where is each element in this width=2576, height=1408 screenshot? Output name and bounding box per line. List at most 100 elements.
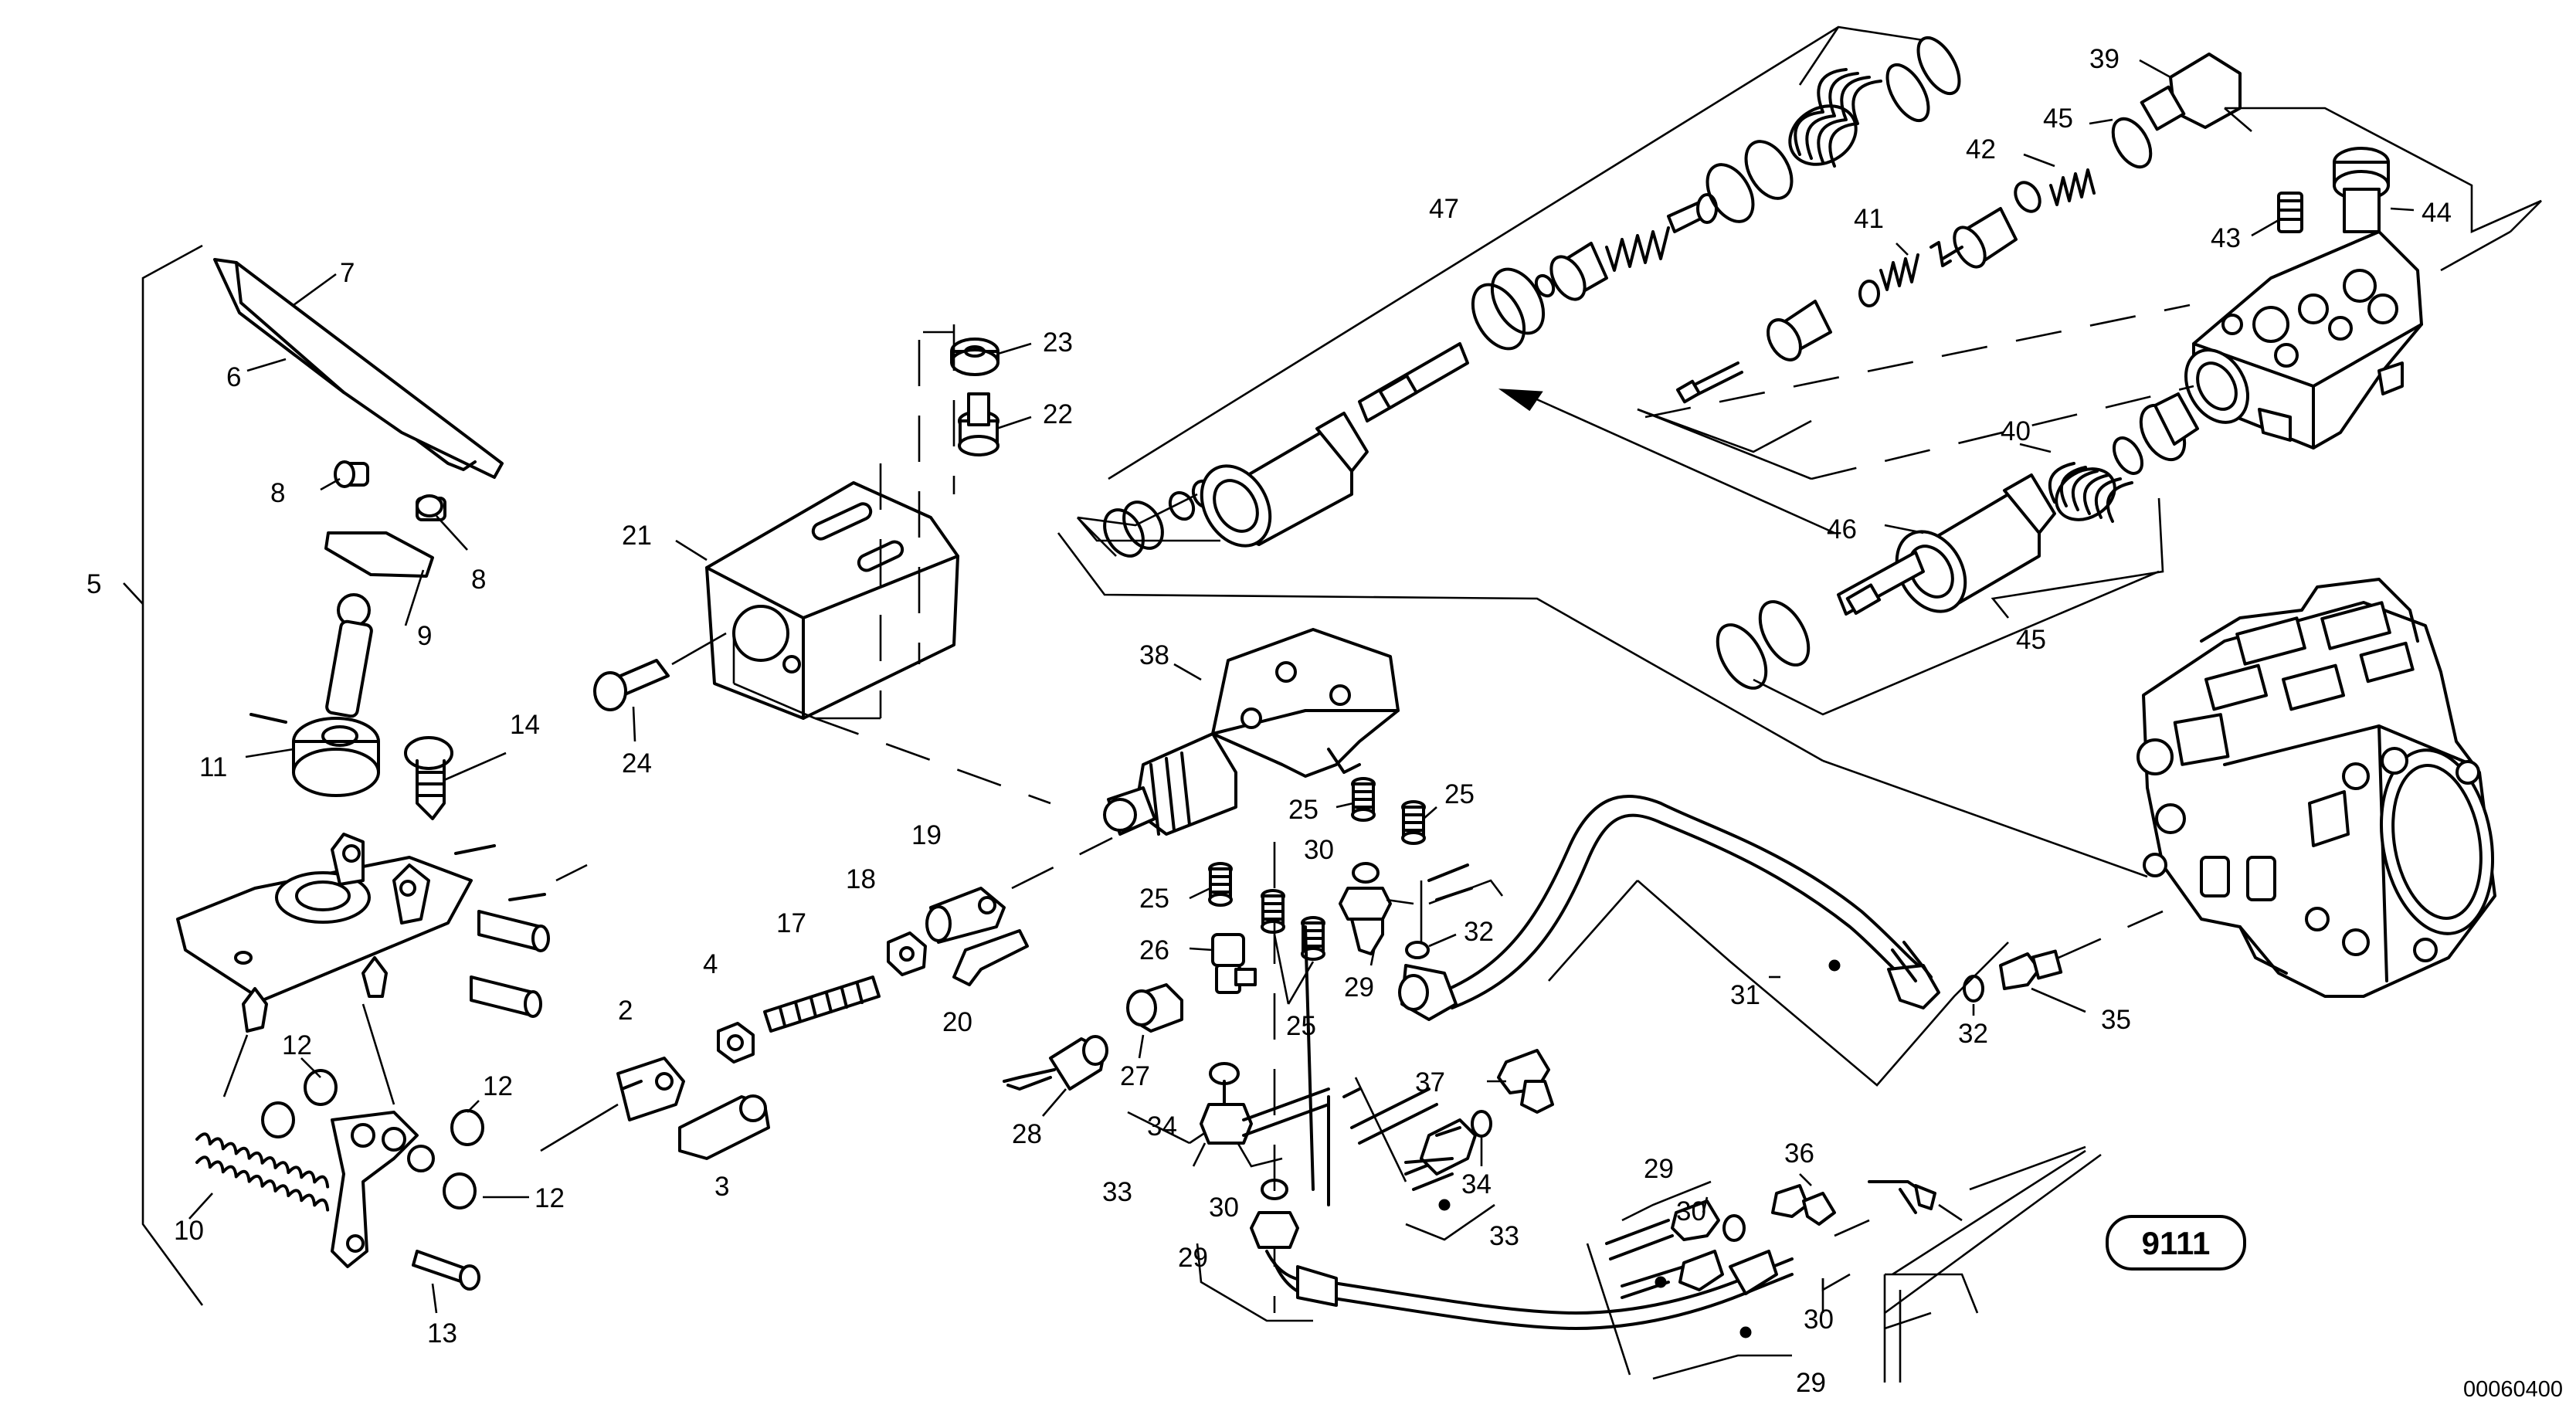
washer-32b xyxy=(1963,975,1984,1016)
lower-hoses xyxy=(1127,863,1794,1338)
valve-body-46 xyxy=(1837,473,2056,616)
reference-badge: 9111 xyxy=(2106,1215,2246,1271)
spring-40 xyxy=(2019,443,2133,523)
callout-33: 33 xyxy=(1102,1177,1132,1207)
callout-20: 20 xyxy=(942,1007,972,1037)
washer-32a xyxy=(1405,933,1457,959)
pin-b xyxy=(470,975,542,1018)
callout-42: 42 xyxy=(1966,134,1996,165)
bolt-24 xyxy=(593,632,727,742)
callout-41: 41 xyxy=(1854,204,1884,234)
sensor-28 xyxy=(1003,1035,1108,1117)
callout-29: 29 xyxy=(1178,1243,1208,1273)
callout-30: 30 xyxy=(1676,1196,1706,1226)
washer-23 xyxy=(950,338,1032,376)
bolt-13 xyxy=(412,1250,480,1291)
callout-47: 47 xyxy=(1429,194,1459,224)
callout-35: 35 xyxy=(2101,1005,2131,1035)
callout-25: 25 xyxy=(1288,795,1319,825)
fitting-25b xyxy=(1401,800,1426,845)
callout-37: 37 xyxy=(1415,1067,1445,1098)
callout-22: 22 xyxy=(1043,399,1073,429)
callout-45: 45 xyxy=(2043,103,2073,134)
union-29a xyxy=(1339,887,1392,966)
nut-4 xyxy=(717,1022,755,1064)
spring-41 xyxy=(1879,243,1919,291)
callout-3: 3 xyxy=(714,1172,729,1202)
callout-18: 18 xyxy=(846,864,876,894)
fitting-25c xyxy=(1208,862,1233,907)
callout-38: 38 xyxy=(1139,640,1169,670)
roller-bearing-11 xyxy=(292,717,380,797)
callout-32: 32 xyxy=(1958,1019,1988,1049)
callout-31: 31 xyxy=(1730,980,1760,1010)
group-bracket-5 xyxy=(141,244,204,1306)
callout-9: 9 xyxy=(417,621,432,651)
callout-34: 34 xyxy=(1147,1111,1177,1142)
rubber-pad-9 xyxy=(324,531,434,578)
callout-24: 24 xyxy=(622,748,652,779)
fittings-33-34-37 xyxy=(1350,1049,1554,1241)
lever-12 xyxy=(261,1069,484,1268)
callout-25: 25 xyxy=(1444,779,1475,809)
callout-17: 17 xyxy=(776,908,806,938)
callout-29: 29 xyxy=(1644,1154,1674,1184)
callout-12: 12 xyxy=(282,1030,312,1060)
callout-26: 26 xyxy=(1139,935,1169,965)
plunger-right xyxy=(1929,207,2018,269)
plug-44 xyxy=(2333,147,2415,233)
reference-badge-text: 9111 xyxy=(2142,1225,2211,1261)
callout-30: 30 xyxy=(1804,1305,1834,1335)
callout-8: 8 xyxy=(270,478,285,508)
pedal-rod xyxy=(249,593,373,724)
callout-43: 43 xyxy=(2211,223,2241,253)
pedal-assembly xyxy=(123,244,550,1314)
clip-20 xyxy=(952,929,1029,986)
valve-assembly-38 xyxy=(1103,628,1400,836)
callout-12: 12 xyxy=(535,1183,565,1213)
callout-28: 28 xyxy=(1012,1119,1042,1149)
callout-46: 46 xyxy=(1827,514,1857,545)
callout-36: 36 xyxy=(1784,1138,1814,1169)
cap-right xyxy=(2139,392,2199,462)
sleeve-right xyxy=(1767,300,1832,361)
fitting-25d xyxy=(1261,889,1285,934)
hydraulic-pump xyxy=(2136,578,2496,998)
callout-19: 19 xyxy=(911,820,942,850)
screw-43 xyxy=(2251,192,2303,237)
return-spring-10 xyxy=(195,1132,330,1212)
callout-11: 11 xyxy=(199,752,227,782)
callout-7: 7 xyxy=(340,258,355,288)
callout-27: 27 xyxy=(1120,1061,1150,1091)
fitting-35 xyxy=(1999,910,2164,1013)
drawing-number: 00060400 xyxy=(2463,1377,2563,1402)
washer-30a xyxy=(1352,862,1380,884)
callout-10: 10 xyxy=(174,1216,204,1246)
callout-14: 14 xyxy=(510,710,540,740)
clevis-19 xyxy=(925,887,1006,944)
callout-29: 29 xyxy=(1344,972,1374,1003)
callout-labels: 7 6 8 8 5 9 11 14 12 12 12 10 13 2 4 3 1… xyxy=(87,44,2452,1398)
callout-5: 5 xyxy=(87,569,101,599)
sensor-housing-21 xyxy=(675,340,1051,805)
linkage xyxy=(540,836,1113,1160)
pedal-plate xyxy=(213,258,504,479)
callout-4: 4 xyxy=(703,949,718,979)
clevis-2 xyxy=(616,1057,685,1121)
callout-8: 8 xyxy=(471,565,486,595)
callout-45: 45 xyxy=(2016,625,2046,655)
tee-26 xyxy=(1189,933,1257,994)
fittings-29-30-36 xyxy=(1586,1145,2102,1383)
pin-a xyxy=(477,910,550,952)
callout-25: 25 xyxy=(1286,1011,1316,1041)
fitting-27 xyxy=(1126,983,1183,1059)
callout-33: 33 xyxy=(1489,1221,1519,1251)
callout-34: 34 xyxy=(1461,1169,1492,1199)
bolt-14 xyxy=(404,736,453,820)
pedal-bolt-8a xyxy=(334,460,369,488)
valve-exploded xyxy=(1057,25,2542,878)
callout-32: 32 xyxy=(1464,917,1494,947)
callout-30: 30 xyxy=(1209,1193,1239,1223)
callout-25: 25 xyxy=(1139,884,1169,914)
